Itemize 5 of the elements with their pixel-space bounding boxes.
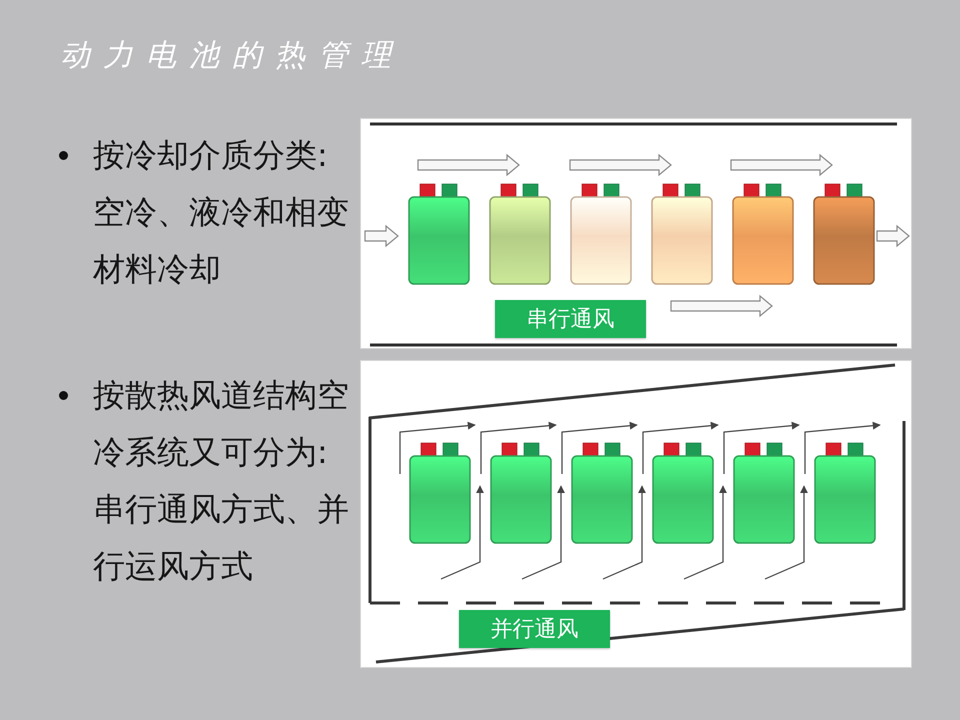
bullet-text: 按冷却介质分类:空冷、液冷和相变材料冷却 [93, 135, 350, 290]
slide-title: 动力电池的热管理 [60, 37, 404, 75]
ventilation-tag: 串行通风 [495, 300, 646, 338]
ventilation-tag: 并行通风 [459, 610, 610, 648]
bullet-text: 按散热风道结构空冷系统又可分为:串行通风方式、并行运风方式 [93, 375, 350, 587]
